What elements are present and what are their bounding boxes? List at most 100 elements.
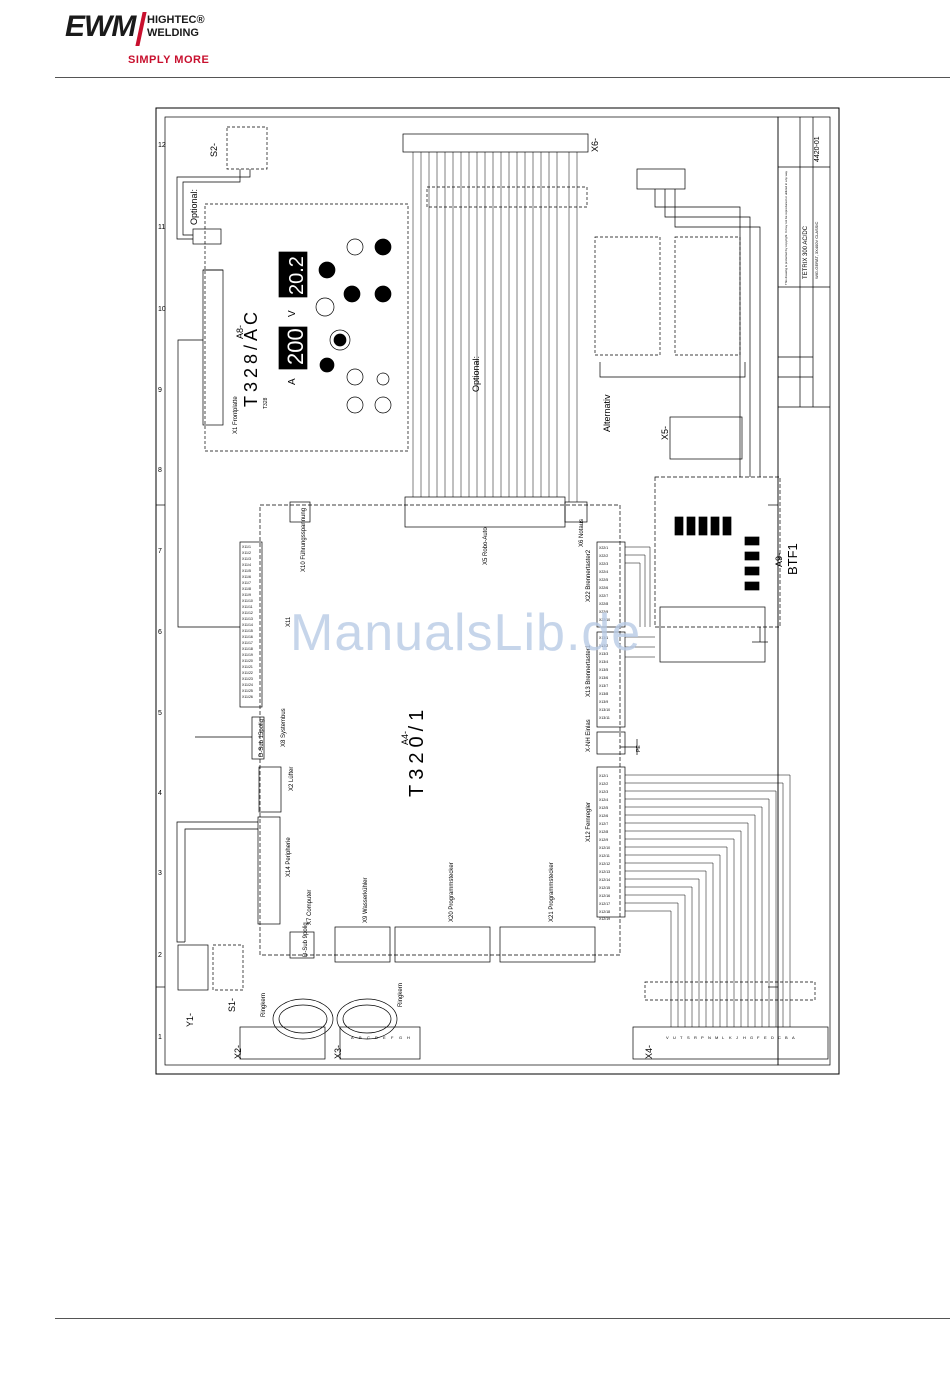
grid-num-2: 2	[158, 952, 162, 959]
label-pe: PE	[636, 745, 642, 752]
ringkern-x6	[426, 186, 588, 208]
x11-pin: X11/6	[242, 575, 251, 579]
logo-sub1: HIGHTEC®	[147, 14, 205, 26]
x4-pin: H	[743, 1035, 746, 1040]
x11-pin: X11/2	[242, 551, 251, 555]
x12-pin: X12/13	[599, 870, 610, 874]
grid-num-11: 11	[158, 224, 165, 231]
x4-pin: G	[750, 1035, 753, 1040]
board-a9-btf1	[654, 476, 781, 628]
x11-pin: X11/10	[242, 599, 253, 603]
label-dsub15: D-Sub 15polig	[259, 719, 265, 757]
x12-pin: X12/17	[599, 902, 610, 906]
x22-pin: X22/6	[599, 586, 608, 590]
x11-pin: X11/13	[242, 617, 253, 621]
title-drawing-no: 4420-01	[814, 136, 821, 162]
label-s2: S2-	[209, 143, 219, 157]
x12-pin: X12/18	[599, 910, 610, 914]
connector-x13	[596, 631, 626, 728]
logo-tagline: SIMPLY MORE	[128, 54, 210, 66]
x11-pin: X11/25	[242, 689, 253, 693]
label-x3: X3-	[333, 1045, 343, 1059]
x11-pin: X11/18	[242, 647, 253, 651]
title-subtitle: WIG-GERÄT, 3X400V CLASSIC	[814, 222, 819, 279]
x22-pin: X22/10	[599, 618, 610, 622]
connector-x3	[339, 1026, 421, 1060]
connector-x2-bottom	[239, 1026, 326, 1060]
front-model: T328	[263, 397, 269, 409]
connector-x14	[257, 816, 281, 925]
label-x8: X8 Systembus	[281, 708, 287, 747]
grid-num-9: 9	[158, 387, 162, 394]
x4-pin: T	[680, 1035, 683, 1040]
grid-num-10: 10	[158, 306, 166, 313]
ringkern-1	[272, 998, 334, 1040]
x13-pin: X13/10	[599, 708, 610, 712]
x4-pin: E	[764, 1035, 767, 1040]
x13-pin: X13/9	[599, 700, 608, 704]
x3-pin: H	[407, 1035, 410, 1040]
x4-pin: K	[729, 1035, 732, 1040]
x3-pin: C	[367, 1035, 370, 1040]
label-dsub9: D-Sub 9polig	[303, 922, 309, 957]
grid-num-12: 12	[158, 142, 166, 149]
connector-x8	[251, 716, 265, 760]
x11-pin: X11/26	[242, 695, 253, 699]
a9-board-label: A9-	[774, 553, 784, 567]
x11-pin: X11/14	[242, 623, 253, 627]
label-y1: Y1-	[185, 1013, 195, 1027]
label-optional-top: Optional:	[189, 189, 199, 225]
board-a4	[259, 504, 621, 956]
connector-btf-pins	[659, 606, 766, 663]
connector-x2-fan	[258, 766, 282, 813]
x4-pin: C	[778, 1035, 781, 1040]
x12-pin: X12/7	[599, 822, 608, 826]
label-x12: X12 Fernregler	[586, 802, 592, 842]
x13-pin: X13/7	[599, 684, 608, 688]
label-alternativ: Alternativ	[602, 394, 612, 432]
wiring-diagram: 1 2 3 4 5 6 7 8 9 10 11 12 T328/AC A8- T…	[155, 107, 840, 1075]
label-x1: X1 Frontplatte	[233, 396, 239, 434]
x22-pin: X22/7	[599, 594, 608, 598]
logo-hightec: HIGHTEC® WELDING	[147, 14, 205, 40]
x13-pin: X13/11	[599, 716, 610, 720]
a4-board-label: A4-	[400, 731, 410, 745]
x12-pin: X12/9	[599, 838, 608, 842]
label-s1: S1-	[227, 998, 237, 1012]
x12-pin: X12/6	[599, 814, 608, 818]
x4-pin: A	[792, 1035, 795, 1040]
label-notaus: X6 Notaus	[579, 519, 585, 547]
x11-pin: X11/17	[242, 641, 253, 645]
title-model: TETRIX 300 AC/DC	[803, 225, 809, 279]
x11-pin: X11/11	[242, 605, 253, 609]
label-x13: X13 Brennertaster1	[586, 644, 592, 697]
sheet-outer-frame	[155, 107, 840, 1075]
x22-pin: X22/8	[599, 602, 608, 606]
x4-pin: R	[694, 1035, 697, 1040]
label-x21: X21 Programmstecker	[549, 862, 555, 922]
x13-pin: X13/4	[599, 660, 608, 664]
label-x2-fan: X2 Lüfter	[289, 767, 295, 791]
grid-num-1: 1	[158, 1034, 162, 1041]
grid-num-5: 5	[158, 710, 162, 717]
torch-alt-2	[674, 236, 741, 356]
label-x4: X4-	[644, 1045, 654, 1059]
display-amp-bg	[278, 326, 308, 370]
x22-pin: X22/9	[599, 610, 608, 614]
x22-pin: X22/3	[599, 562, 608, 566]
x12-pin: X12/2	[599, 782, 608, 786]
x3-pin: D	[375, 1035, 378, 1040]
display-volt-bg	[278, 251, 308, 298]
x12-pin: X12/10	[599, 846, 610, 850]
x12-pin: X12/1	[599, 774, 608, 778]
valve-y1	[177, 944, 209, 991]
x11-pin: X11/9	[242, 593, 251, 597]
connector-xnh	[596, 731, 626, 755]
label-x9: X9 Wasserkühler	[363, 878, 369, 923]
x4-pin: L	[722, 1035, 725, 1040]
connector-x10	[289, 501, 311, 523]
ringkern-x4	[644, 981, 816, 1001]
x11-pin: X11/7	[242, 581, 251, 585]
x13-pin: X13/5	[599, 668, 608, 672]
watermark: ManualsLib.de	[290, 604, 642, 662]
